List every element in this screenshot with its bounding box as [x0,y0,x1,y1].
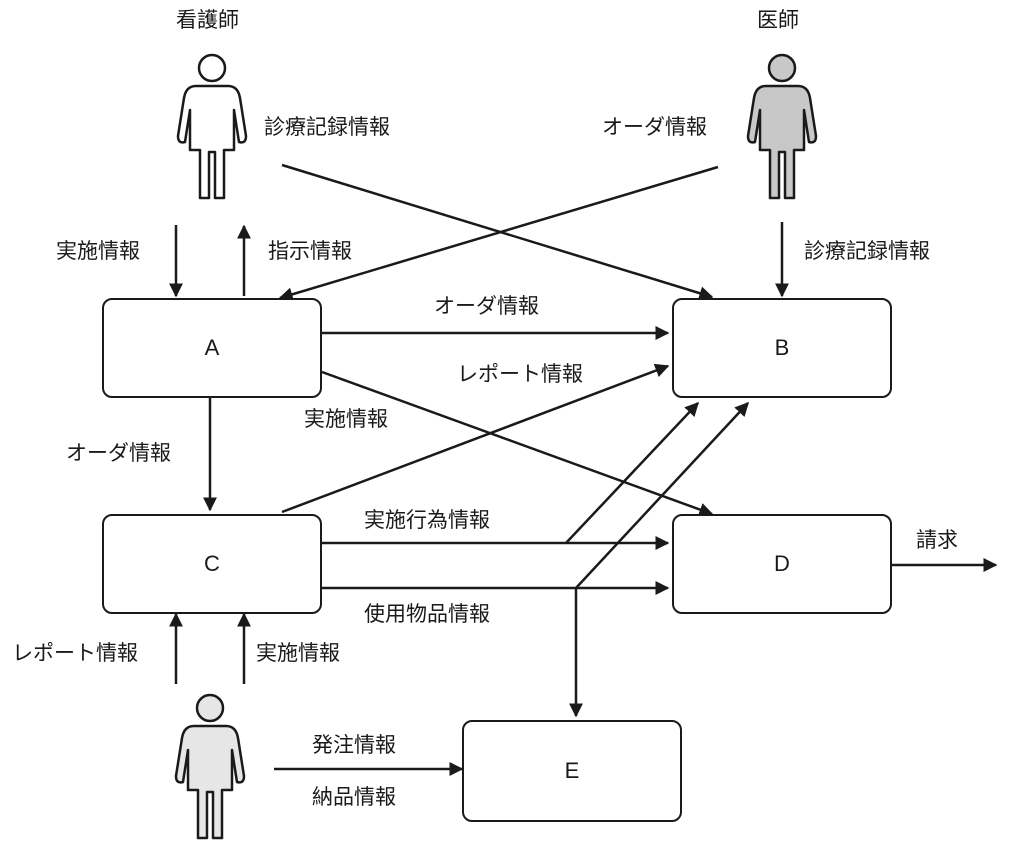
label-c-b-report: レポート情報 [457,362,583,386]
label-a-b-order: オーダ情報 [434,294,539,318]
node-d: D [672,514,892,614]
node-b-label: B [774,335,790,360]
label-nurse-exec: 実施情報 [56,239,140,263]
node-e: E [462,720,682,822]
label-c-d-goods: 使用物品情報 [364,602,490,626]
node-a-label: A [204,335,220,360]
arrow-doctor-order-to-a [278,165,719,302]
label-e-delivery: 納品情報 [312,785,396,809]
label-billing: 請求 [916,528,958,552]
label-doctor-record: 診療記録情報 [804,239,930,263]
node-d-label: D [774,551,790,576]
arrow-a-to-d-exec [321,370,714,517]
label-a-c-order: オーダ情報 [66,441,171,465]
label-bottom-report: レポート情報 [12,641,138,665]
arrow-act-branch-to-b [565,401,699,544]
node-e-label: E [564,758,580,783]
arrow-goods-branch-to-b [575,401,749,589]
staff-person-icon [174,693,246,840]
node-c-label: C [204,551,220,576]
label-nurse-instruction: 指示情報 [268,239,352,263]
label-nurse-record: 診療記録情報 [264,115,390,139]
label-a-d-exec: 実施情報 [304,407,388,431]
label-e-order: 発注情報 [312,733,396,757]
label-bottom-exec: 実施情報 [256,641,340,665]
label-c-d-act: 実施行為情報 [364,508,490,532]
nurse-title: 看護師 [176,8,239,32]
label-doctor-order: オーダ情報 [602,115,707,139]
arrow-c-to-b-report [281,363,670,514]
node-c: C [102,514,322,614]
node-a: A [102,298,322,398]
doctor-person-icon [746,53,818,200]
node-b: B [672,298,892,398]
doctor-title: 医師 [757,8,799,32]
nurse-person-icon [176,53,248,200]
arrow-nurse-record-to-b [281,163,714,300]
